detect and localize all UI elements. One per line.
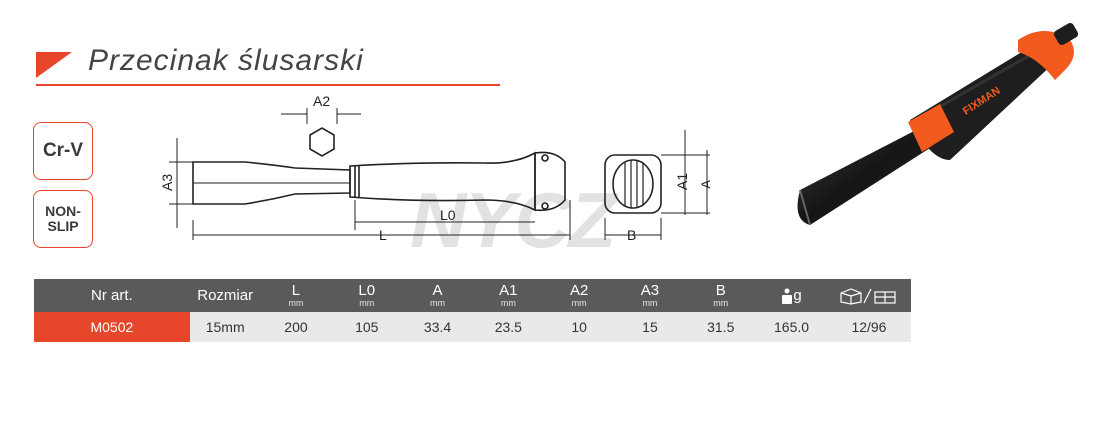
non-slip-badge-line2: SLIP: [47, 218, 79, 234]
technical-drawing: A2 A3 L0 L A1 A B: [159, 93, 710, 243]
header-packaging: [826, 279, 911, 312]
weight-icon: [782, 288, 793, 304]
dim-label-a2: A2: [313, 93, 330, 109]
chisel-blade-photo: [797, 128, 930, 225]
watermark: NYCZ: [410, 176, 616, 264]
dim-label-l: L: [379, 227, 387, 243]
cell-rozmiar: 15mm: [189, 312, 261, 342]
header-nr-art: Nr art.: [34, 279, 190, 312]
crv-badge: Cr-V: [33, 122, 93, 180]
table-row: M0502 15mm 200 105 33.4 23.5 10 15 31.5 …: [34, 312, 911, 342]
dim-label-a1: A1: [674, 173, 690, 190]
orange-ring: [908, 104, 954, 152]
title-accent-triangle: [36, 52, 72, 78]
non-slip-badge-line1: NON-: [45, 203, 81, 219]
cell-weight: 165.0: [756, 312, 827, 342]
title-underline: [36, 84, 500, 86]
cell-l0: 105: [331, 312, 403, 342]
title-block: Przecinak ślusarski: [36, 44, 500, 88]
crv-badge-label: Cr-V: [42, 140, 84, 161]
cell-a1: 23.5: [472, 312, 544, 342]
cell-packaging: 12/96: [826, 312, 911, 342]
product-photo: FIXMAN: [797, 23, 1079, 226]
dim-label-a: A: [698, 179, 710, 189]
cell-a3: 15: [614, 312, 686, 342]
non-slip-badge: NON- SLIP: [33, 190, 93, 248]
cell-l: 200: [260, 312, 332, 342]
cell-b: 31.5: [685, 312, 757, 342]
hex-shank-icon: [309, 127, 335, 157]
box-icon: [840, 287, 896, 305]
dim-label-a3: A3: [159, 174, 175, 191]
cell-nr-art: M0502: [34, 312, 190, 342]
hand-guard: [534, 151, 566, 212]
dim-label-b: B: [627, 227, 636, 243]
page-title: Przecinak ślusarski: [88, 44, 364, 77]
cell-a: 33.4: [402, 312, 473, 342]
header-rozmiar: Rozmiar: [189, 279, 261, 312]
cell-a2: 10: [543, 312, 615, 342]
header-weight: g: [756, 279, 827, 312]
chisel-handle: [349, 151, 536, 212]
dim-label-l0: L0: [440, 207, 456, 223]
cross-section: [604, 154, 662, 214]
